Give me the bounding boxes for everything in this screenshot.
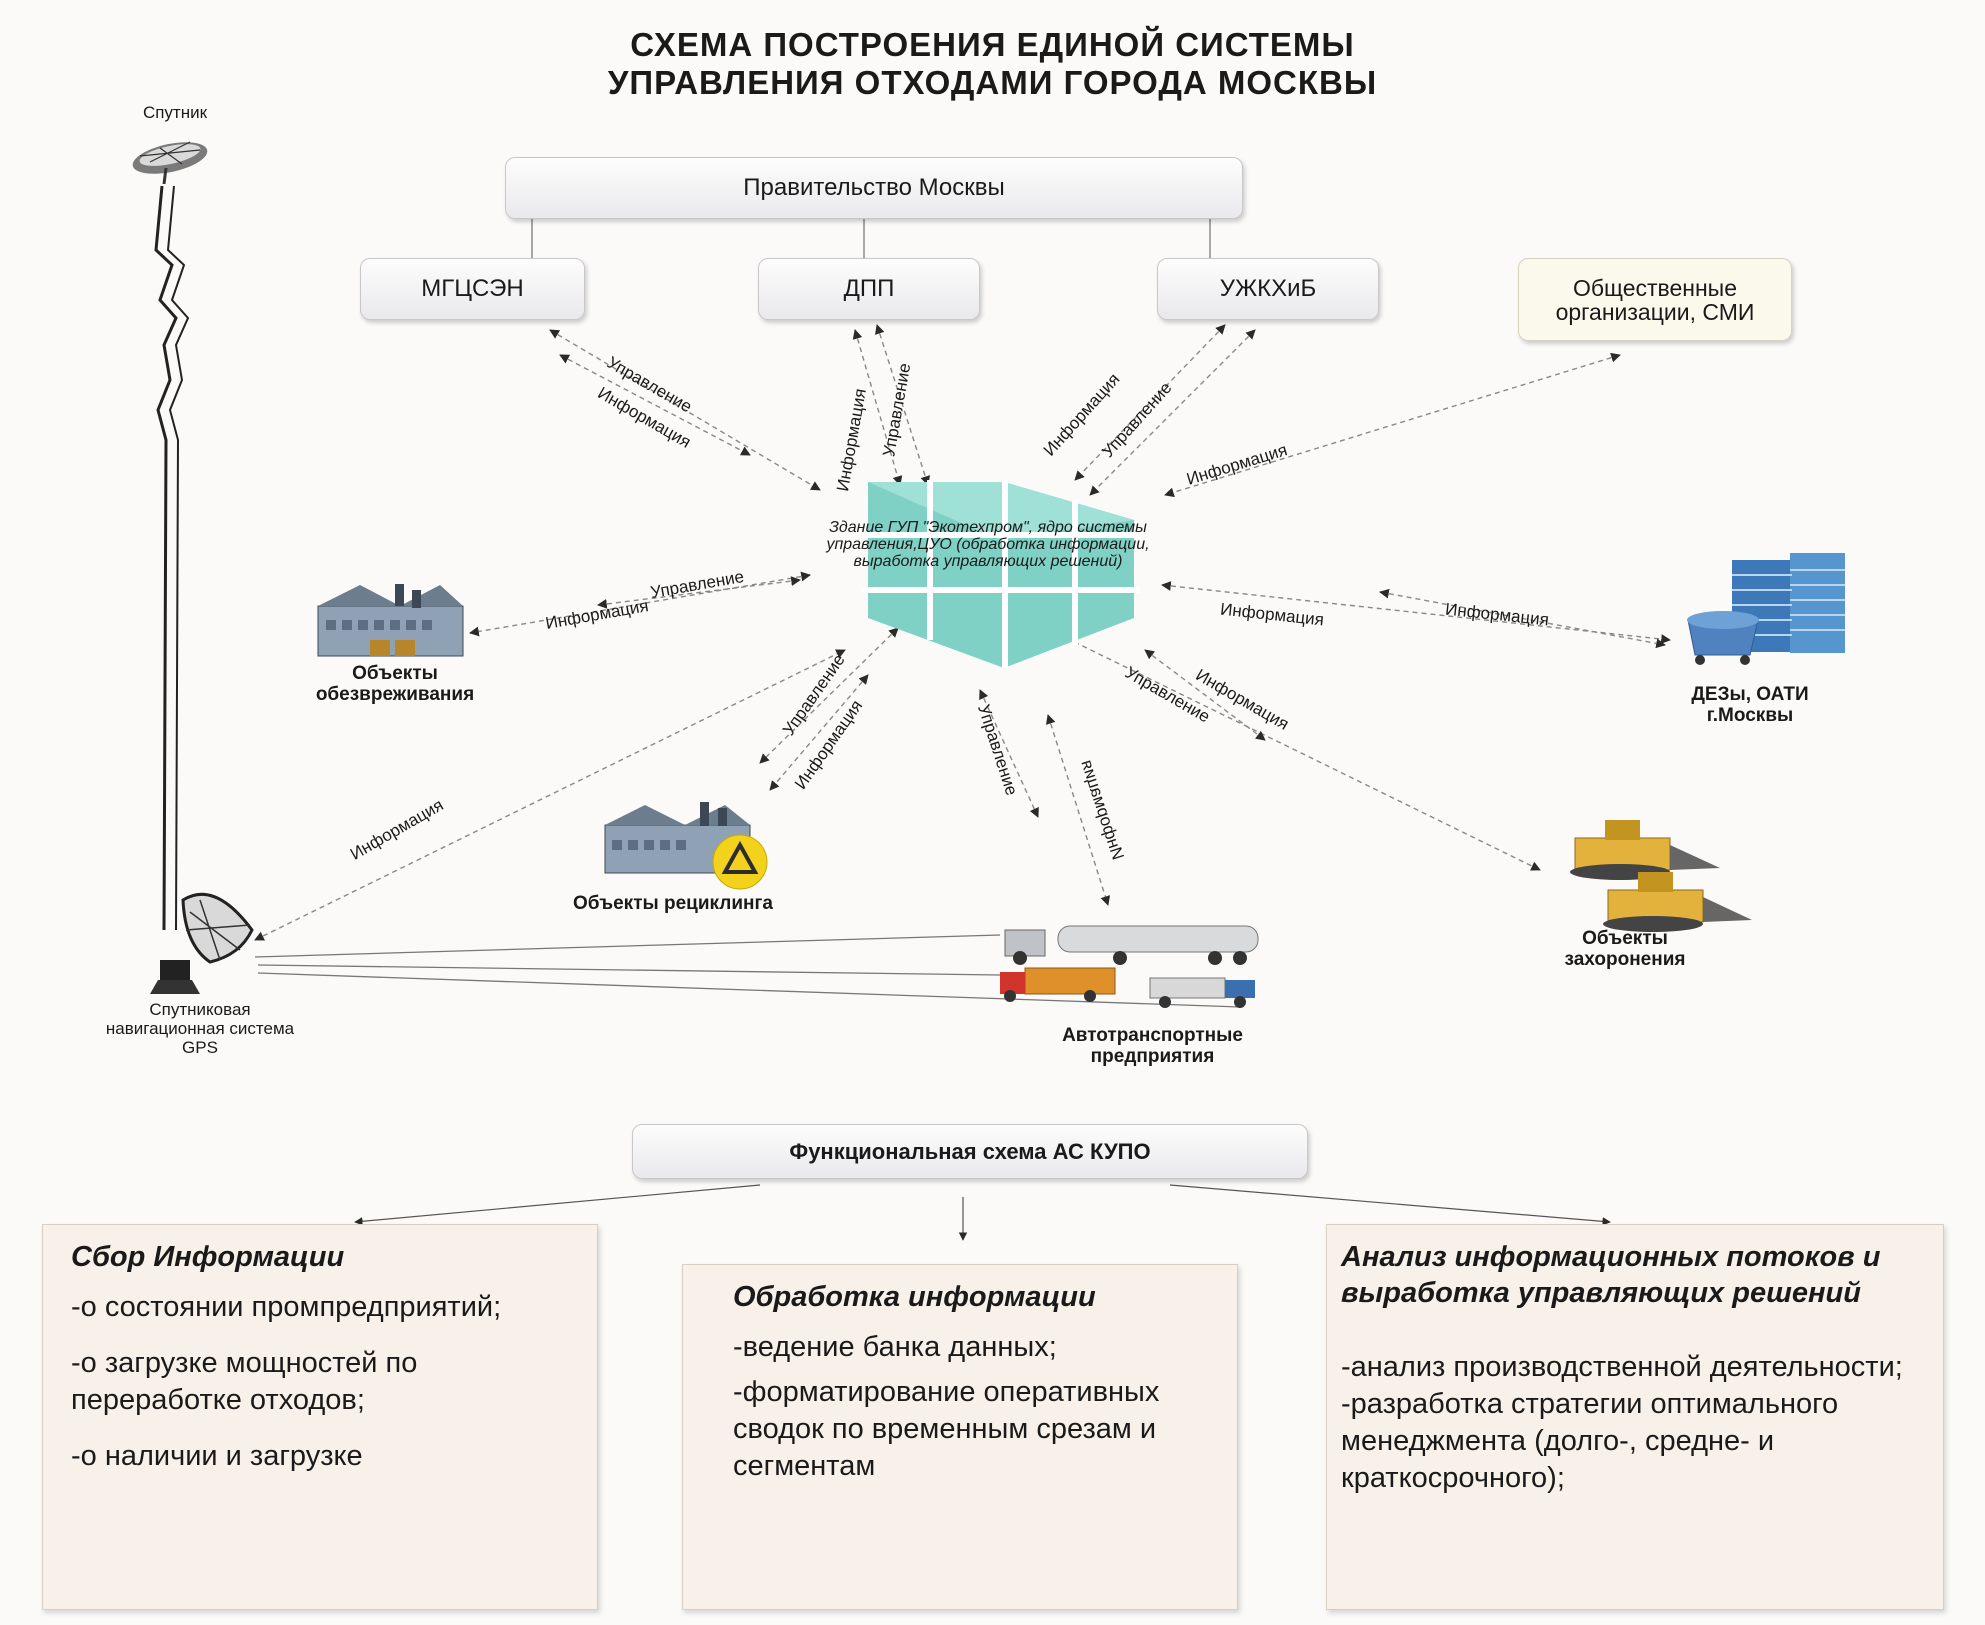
functional-header: Функциональная схема АС КУПО [632, 1124, 1308, 1179]
dish-icon [150, 892, 254, 994]
panel-item: -о состоянии промпредприятий; [71, 1291, 502, 1323]
public-orgs-box: Общественные организации, СМИ [1518, 258, 1792, 341]
tanker-truck-icon [1004, 925, 1259, 965]
factory-icon [317, 584, 464, 657]
bulldozer-icon [1570, 820, 1752, 932]
panel-item: -о наличии и загрузке [71, 1440, 363, 1472]
recycling-caption: Объекты рециклинга [573, 893, 773, 914]
panel-item: -форматирование оперативных сводок по вр… [733, 1376, 1160, 1482]
transport-caption: Автотранспортные предприятия [1062, 1025, 1243, 1067]
core-label: Здание ГУП "Экотехпром", ядро системы уп… [826, 519, 1150, 570]
org-tree-lines [531, 218, 1211, 258]
panel-item: -ведение банка данных; [733, 1331, 1057, 1363]
uzhkhib-box: УЖКХиБ [1157, 258, 1379, 320]
recycle-icon [712, 834, 768, 890]
link-lines [254, 324, 1671, 941]
functional-arrows [354, 1184, 1611, 1241]
garbage-truck-icon [1000, 967, 1116, 1002]
panel-processing: Обработка информации -ведение банка данн… [682, 1264, 1238, 1610]
lightning-icon [154, 185, 190, 931]
panel-title: Анализ информационных потоков и выработк… [1341, 1241, 1881, 1309]
panel-item: -разработка стратегии оптимального менед… [1341, 1388, 1839, 1494]
panel-item: -о загрузке мощностей по переработке отх… [71, 1347, 418, 1416]
dpp-box: ДПП [758, 258, 980, 320]
title-line-1: СХЕМА ПОСТРОЕНИЯ ЕДИНОЙ СИСТЕМЫ [630, 26, 1355, 63]
satellite-label: Спутник [142, 103, 208, 122]
diagram-title: СХЕМА ПОСТРОЕНИЯ ЕДИНОЙ СИСТЕМЫ УПРАВЛЕН… [0, 26, 1985, 102]
core-cube [862, 480, 1140, 668]
title-line-2: УПРАВЛЕНИЯ ОТХОДАМИ ГОРОДА МОСКВЫ [607, 64, 1378, 101]
panel-collection: Сбор Информации -о состоянии промпредпри… [42, 1224, 598, 1610]
mgcsen-box: МГЦСЭН [360, 258, 585, 320]
gps-lines [254, 934, 1241, 1008]
dumpster-icon [1687, 611, 1759, 665]
panel-title: Сбор Информации [71, 1241, 345, 1273]
panel-item: -анализ производственной деятельности; [1341, 1351, 1903, 1383]
flatbed-truck-icon [1149, 977, 1255, 1008]
panel-title: Обработка информации [733, 1281, 1096, 1313]
dez-caption: ДЕЗы, ОАТИ г.Москвы [1691, 684, 1809, 726]
panel-analysis: Анализ информационных потоков и выработк… [1326, 1224, 1944, 1610]
landfill-caption: Объекты захоронения [1564, 928, 1686, 970]
neutralization-caption: Объекты обезвреживания [315, 663, 475, 705]
satellite-icon [132, 141, 208, 185]
gps-caption: Спутниковая навигационная система GPS [105, 1000, 295, 1057]
government-box: Правительство Москвы [505, 157, 1243, 219]
